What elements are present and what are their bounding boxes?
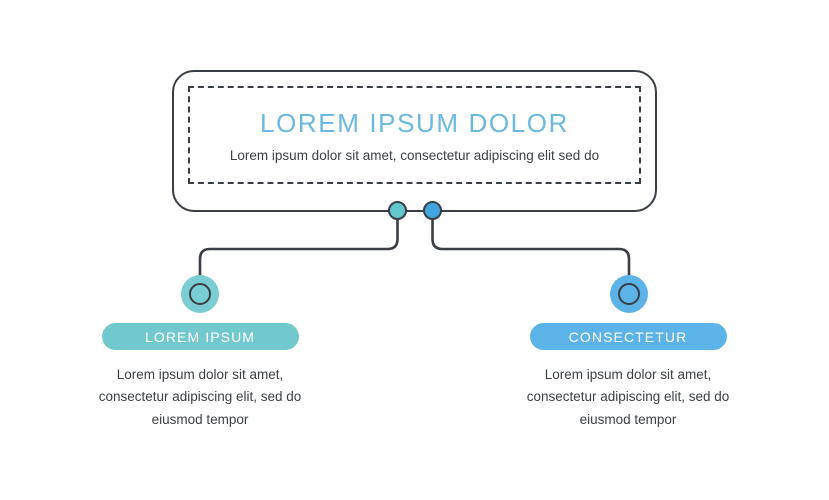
ring-icon — [618, 283, 640, 305]
main-title: LOREM IPSUM DOLOR — [260, 107, 569, 138]
ring-icon — [189, 283, 211, 305]
edge-node-left[interactable] — [388, 201, 407, 220]
branch-label-left[interactable]: LOREM IPSUM — [101, 323, 299, 350]
edge-node-right[interactable] — [423, 201, 442, 220]
branch-right: CONSECTETUR Lorem ipsum dolor sit amet, … — [508, 323, 748, 431]
branch-body-left: Lorem ipsum dolor sit amet, consectetur … — [98, 367, 302, 427]
branch-node-left[interactable] — [181, 275, 219, 313]
branch-label-right[interactable]: CONSECTETUR — [529, 323, 727, 350]
branch-node-right[interactable] — [610, 275, 648, 313]
main-header-box: LOREM IPSUM DOLOR Lorem ipsum dolor sit … — [172, 70, 657, 212]
branch-body-right: Lorem ipsum dolor sit amet, consectetur … — [526, 367, 730, 427]
main-subtitle: Lorem ipsum dolor sit amet, consectetur … — [229, 147, 600, 163]
main-box-dashed-border: LOREM IPSUM DOLOR Lorem ipsum dolor sit … — [188, 86, 641, 184]
branch-left: LOREM IPSUM Lorem ipsum dolor sit amet, … — [80, 323, 320, 431]
